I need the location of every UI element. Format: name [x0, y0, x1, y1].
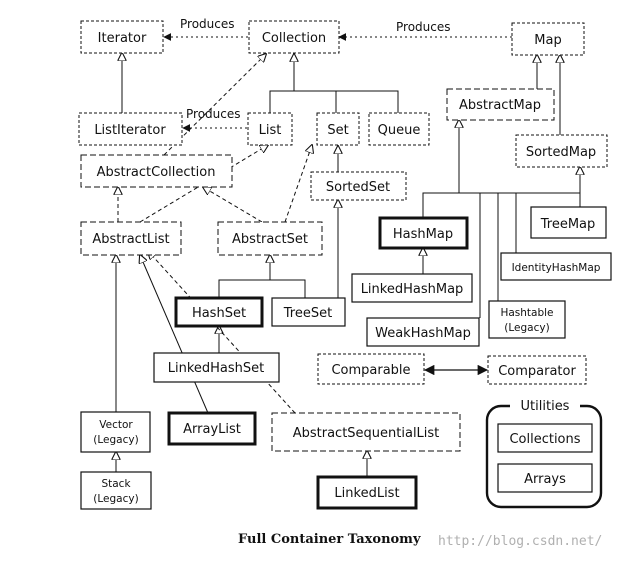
node-hashtable-box: [488, 300, 566, 339]
node-iterator-box: [80, 20, 164, 54]
node-linkedhashset: LinkedHashSet: [168, 361, 265, 376]
node-treemap: TreeMap: [540, 217, 596, 232]
node-collection-box: [248, 20, 340, 54]
node-comparator-box: [487, 355, 587, 385]
node-linkedlist: LinkedList: [334, 486, 399, 501]
node-sortedset-box: [310, 171, 407, 201]
node-stack-line2: (Legacy): [93, 493, 138, 505]
node-stack-box: [80, 471, 152, 510]
node-abstractset-box: [217, 221, 323, 256]
node-collection: Collection: [262, 31, 326, 46]
node-sortedset: SortedSet: [326, 180, 390, 195]
node-treemap-box: [530, 206, 607, 239]
node-arraylist: ArrayList: [183, 422, 241, 437]
node-comparable: Comparable: [331, 363, 410, 378]
watermark-url: http://blog.csdn.net/: [438, 534, 602, 549]
node-treeset-box: [271, 297, 346, 327]
node-list-box: [247, 112, 293, 146]
edge-label-produces-3: Produces: [186, 107, 241, 121]
node-vector-box: [80, 411, 151, 453]
node-weakhashmap-box: [366, 317, 480, 347]
utilities-title: Utilities: [521, 399, 570, 414]
node-abstractlist: AbstractList: [92, 232, 169, 247]
node-list: List: [259, 123, 282, 138]
node-abstractcollection-box: [80, 154, 233, 188]
edge-abstractlist-list: [139, 145, 268, 223]
utilities-arrays-box: [497, 463, 593, 493]
node-stack-line1: Stack: [101, 478, 131, 490]
node-map: Map: [534, 33, 561, 48]
node-abstractmap: AbstractMap: [459, 98, 541, 113]
node-hashmap: HashMap: [393, 227, 453, 242]
node-abstractcollection: AbstractCollection: [97, 165, 216, 180]
node-sortedmap: SortedMap: [526, 145, 596, 160]
node-comparator: Comparator: [498, 364, 576, 379]
node-sortedmap-box: [515, 134, 608, 168]
node-abstractset: AbstractSet: [232, 232, 308, 247]
utilities-collections: Collections: [509, 432, 580, 447]
node-abstractsequentiallist-box: [271, 412, 461, 452]
node-map-box: [511, 22, 585, 56]
edge-abstractset-set: [284, 145, 312, 223]
node-queue: Queue: [378, 123, 421, 138]
utilities-arrays: Arrays: [524, 472, 566, 487]
node-abstractlist-box: [80, 221, 182, 256]
node-listiterator: ListIterator: [94, 123, 166, 138]
node-linkedhashmap-box: [351, 273, 473, 303]
edge-label-produces-1: Produces: [180, 17, 235, 31]
node-linkedlist-box: [316, 475, 418, 510]
node-queue-box: [368, 112, 430, 146]
edge-abstractset-abstractcollection: [203, 187, 263, 223]
diagram-caption: Full Container Taxonomy: [238, 532, 421, 547]
node-linkedhashmap: LinkedHashMap: [361, 282, 464, 297]
node-linkedhashset-box: [153, 352, 280, 383]
node-iterator: Iterator: [98, 31, 147, 46]
utilities-collections-box: [497, 423, 593, 453]
node-hashset: HashSet: [192, 306, 246, 321]
node-weakhashmap: WeakHashMap: [375, 326, 471, 341]
node-treeset: TreeSet: [283, 306, 332, 321]
edge-arraylist-abstractlist: [140, 255, 209, 414]
node-abstractsequentiallist: AbstractSequentialList: [293, 426, 440, 441]
node-set-box: [316, 112, 360, 146]
node-hashtable-line1: Hashtable: [500, 307, 553, 319]
node-arraylist-box: [167, 411, 257, 446]
node-vector-line1: Vector: [99, 419, 133, 431]
node-hashmap-box: [378, 216, 469, 250]
node-hashset-box: [174, 296, 264, 328]
node-hashtable-line2: (Legacy): [504, 322, 549, 334]
edge-label-produces-2: Produces: [396, 20, 451, 34]
node-set: Set: [327, 123, 348, 138]
node-abstractmap-box: [446, 88, 555, 121]
node-listiterator-box: [78, 112, 183, 146]
node-vector-line2: (Legacy): [93, 434, 138, 446]
node-identityhashmap: IdentityHashMap: [512, 262, 601, 274]
node-comparable-box: [317, 353, 425, 385]
node-identityhashmap-box: [500, 252, 612, 281]
edge-abstractsequentiallist-abstractlist: [148, 251, 296, 414]
edge-branch-list-set-queue: [269, 90, 399, 113]
